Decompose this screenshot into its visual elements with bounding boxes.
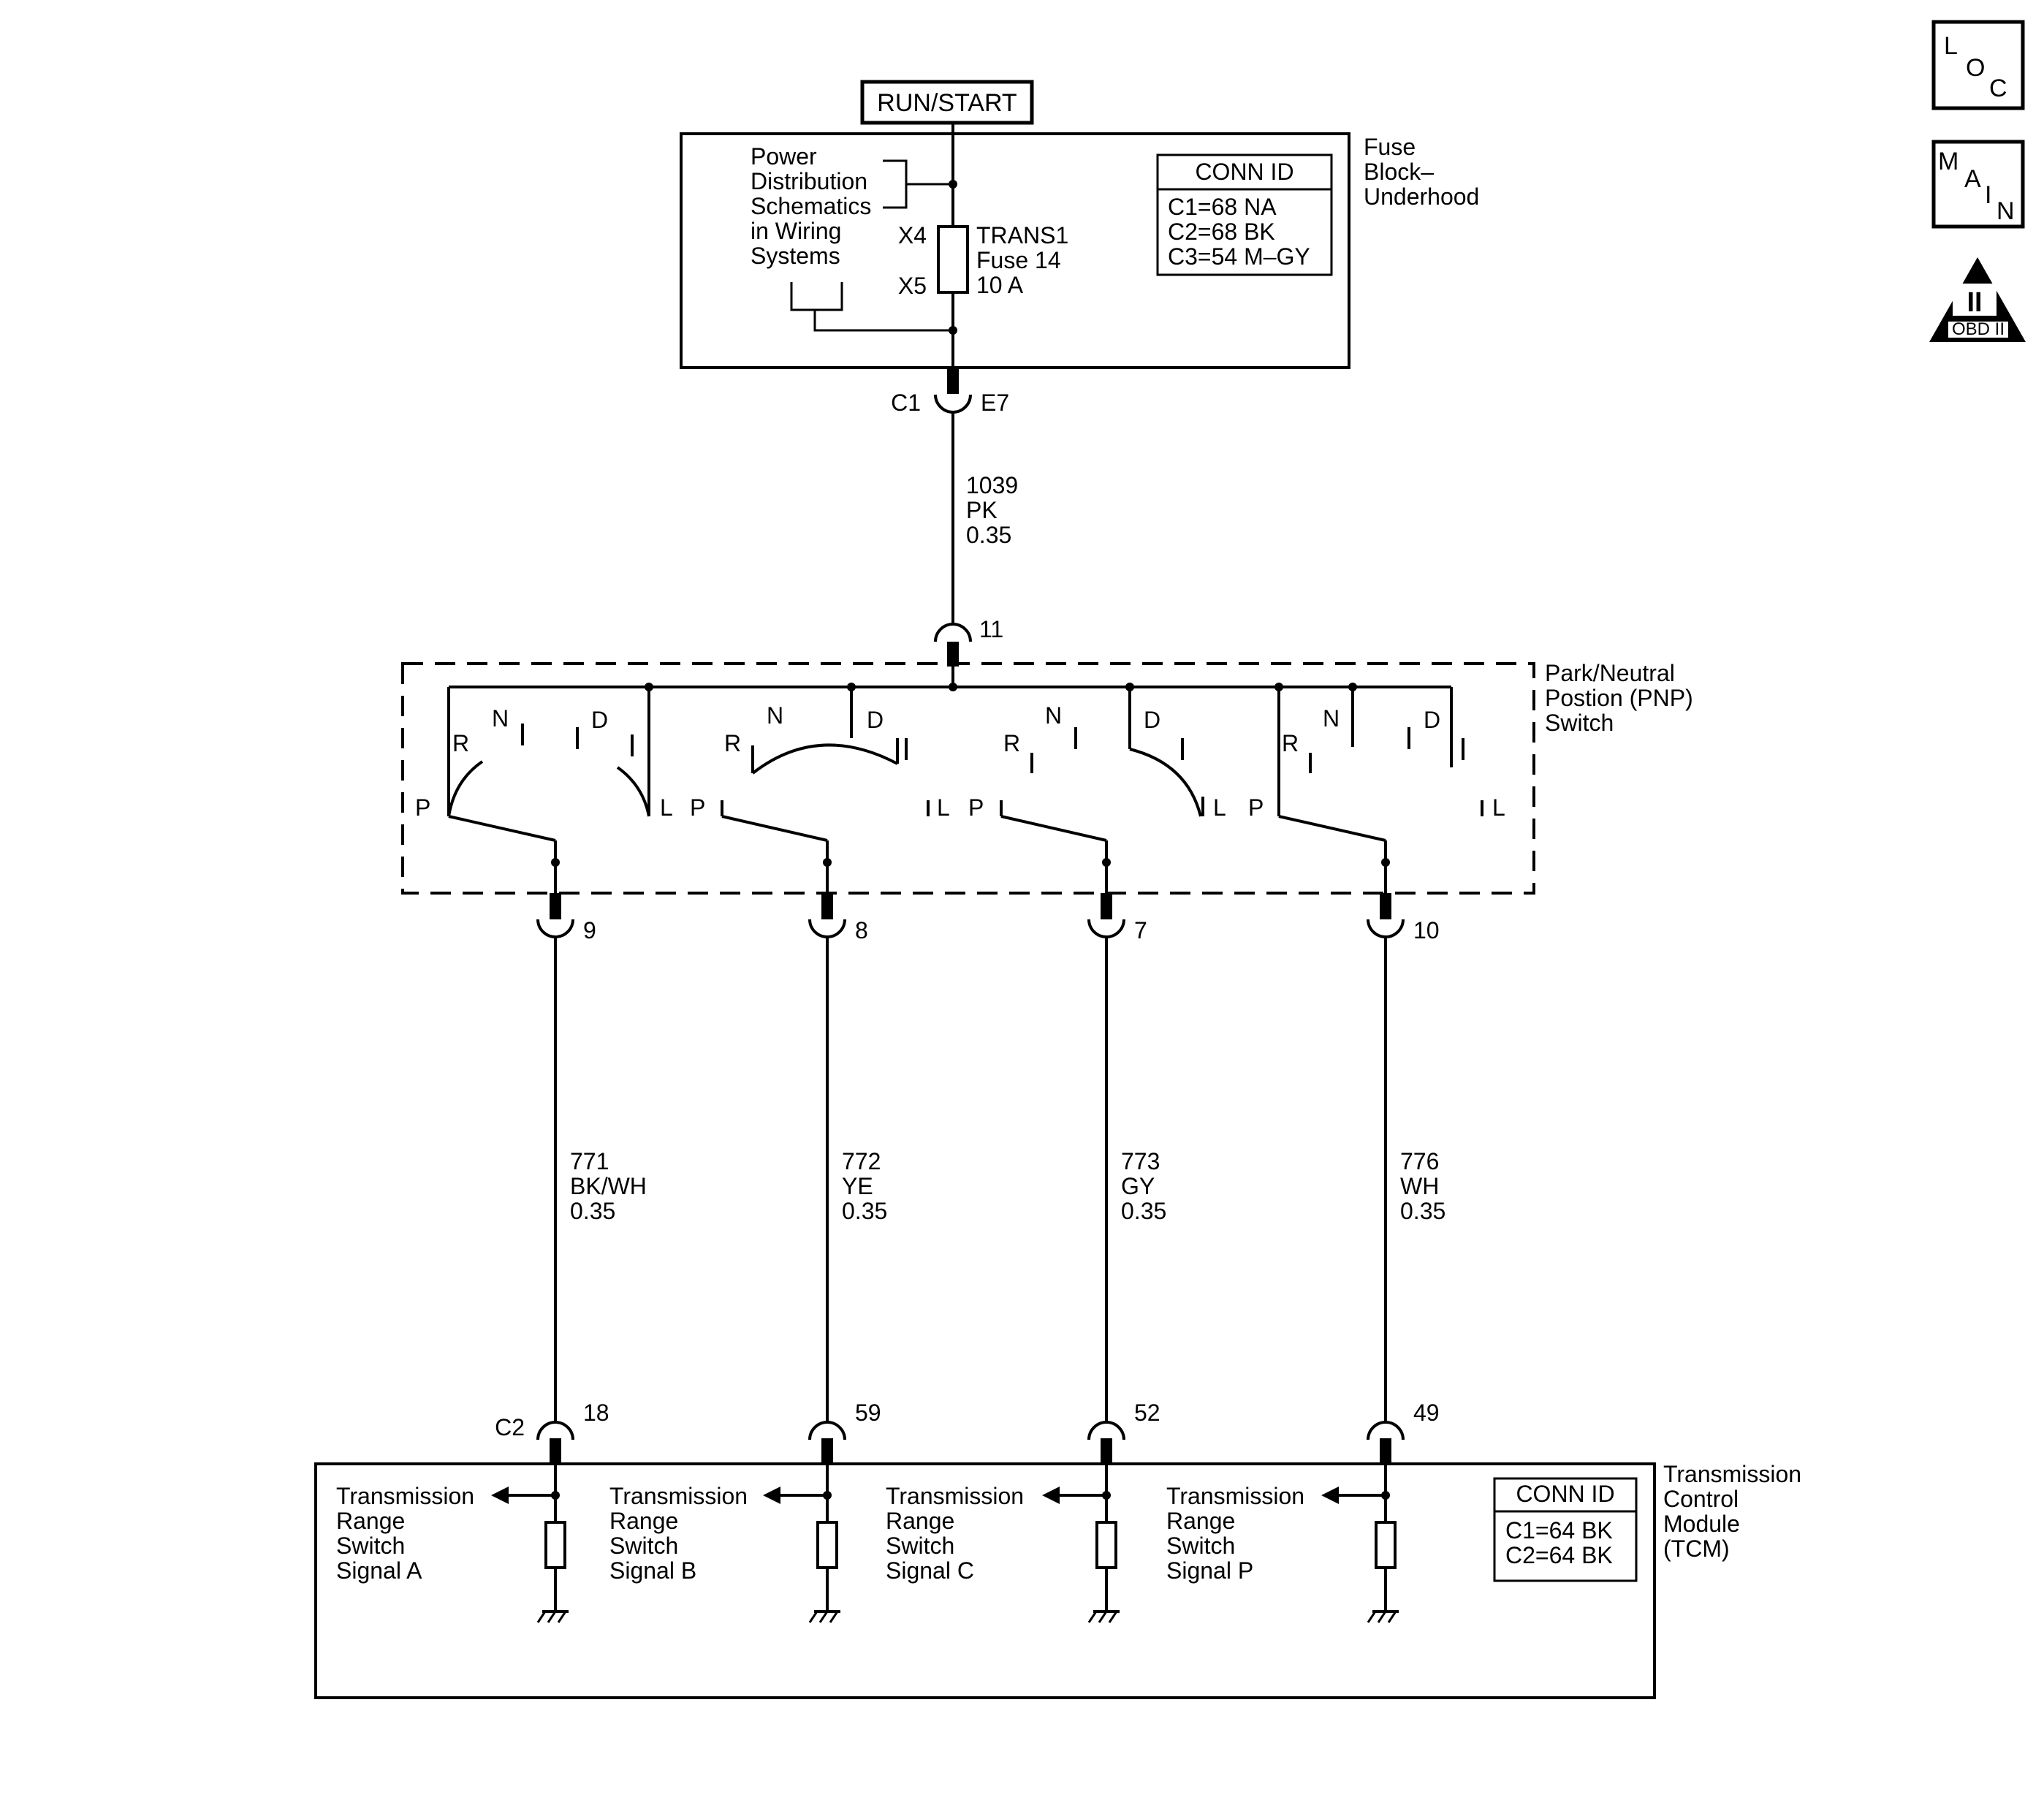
ground-icon: [536, 1610, 569, 1623]
obd-ii-icon[interactable]: II OBD II: [1929, 257, 2026, 342]
svg-text:R: R: [1282, 730, 1299, 756]
svg-text:N: N: [1323, 705, 1340, 732]
fuse-pin-bottom: X5: [898, 273, 927, 299]
pulldown-resistor: [1375, 1521, 1397, 1569]
signal-input-arrow: [763, 1487, 780, 1504]
pulldown-resistor: [544, 1521, 566, 1569]
svg-text:D: D: [1424, 707, 1440, 733]
pnp-contact-set-d: P R N D L: [1248, 687, 1505, 893]
tcm-module: C2 CONN ID C1=64 BK C2=64 BK Transmissio…: [314, 1414, 1808, 1699]
power-source-label: RUN/START: [860, 80, 1034, 125]
pnp-contact-set-b: P R N D L: [690, 687, 950, 893]
fuse-pin-top: X4: [898, 222, 927, 248]
svg-text:D: D: [591, 707, 608, 733]
ground-icon: [1367, 1610, 1399, 1623]
svg-text:R: R: [1003, 730, 1020, 756]
svg-text:C: C: [1989, 75, 2007, 102]
tcm-conn-id: CONN ID C1=64 BK C2=64 BK: [1493, 1477, 1638, 1582]
fuse-block: Power Distribution Schematics in Wiring …: [680, 123, 1479, 384]
signal-input-arrow: [1042, 1487, 1060, 1504]
pnp-input-connector: 11: [934, 616, 1003, 687]
svg-text:N: N: [1045, 702, 1062, 729]
tcm-pin-label: 52: [1134, 1400, 1160, 1426]
fuse-block-conn-id: CONN ID C1=68 NA C2=68 BK C3=54 M–GY: [1156, 153, 1333, 276]
ground-icon: [1087, 1610, 1120, 1623]
svg-text:CONN ID: CONN ID: [1195, 159, 1293, 185]
switch-pin-label: 9: [583, 917, 596, 944]
loc-icon[interactable]: L O C: [1931, 20, 2025, 110]
pnp-input-pin: 11: [979, 616, 1003, 642]
connector-c1-label: C1: [891, 390, 921, 416]
switch-pin-label: 7: [1134, 917, 1147, 944]
svg-text:P: P: [1248, 794, 1264, 821]
svg-text:L: L: [1944, 32, 1958, 60]
fuse-symbol: [937, 225, 969, 294]
signal-input-arrow: [491, 1487, 509, 1504]
switch-pin-label: 8: [855, 917, 868, 944]
svg-text:N: N: [1996, 197, 2015, 225]
svg-text:OBD II: OBD II: [1952, 319, 2005, 339]
tcm-pin-label: 18: [583, 1400, 609, 1426]
switch-pin-label: 10: [1413, 917, 1440, 944]
tcm-pin-label: 59: [855, 1400, 881, 1426]
svg-text:R: R: [724, 730, 741, 756]
main-icon[interactable]: M A I N: [1931, 140, 2025, 229]
svg-text:CONN ID: CONN ID: [1516, 1481, 1614, 1507]
pnp-contact-set-c: P R N D L: [968, 687, 1226, 893]
pulldown-resistor: [1095, 1521, 1117, 1569]
svg-text:R: R: [452, 730, 469, 756]
tcm-connector-label: C2: [495, 1414, 525, 1440]
svg-text:C1=68 NA C2=68 BK: C1=68 NA C2=68 BK C3=54 M–GY: [1168, 194, 1310, 270]
power-source-text: RUN/START: [877, 89, 1017, 117]
svg-text:D: D: [867, 707, 884, 733]
svg-text:C1=64 BK C2=64 BK: C1=64 BK C2=64 BK: [1505, 1517, 1619, 1568]
svg-text:I: I: [1985, 181, 1991, 209]
power-distribution-reference: Power Distribution Schematics in Wiring …: [751, 143, 878, 269]
connector-c1-e7: C1 E7: [891, 368, 1009, 624]
svg-text:P: P: [415, 794, 430, 821]
pnp-contact-set-a: P R N D L: [415, 687, 673, 893]
pnp-switch: Park/Neutral Postion (PNP) Switch P R: [401, 660, 1700, 895]
svg-text:A: A: [1964, 165, 1981, 193]
svg-text:M: M: [1938, 148, 1958, 175]
fuse-block-name: Fuse Block– Underhood: [1364, 134, 1479, 210]
svg-text:L: L: [937, 794, 950, 821]
svg-text:II: II: [1967, 287, 1982, 318]
svg-text:L: L: [660, 794, 673, 821]
svg-text:N: N: [492, 705, 509, 732]
ground-icon: [808, 1610, 840, 1623]
svg-text:O: O: [1966, 54, 1985, 82]
connector-pin-e7: E7: [981, 390, 1009, 416]
svg-text:P: P: [690, 794, 705, 821]
fuse-label: TRANS1 Fuse 14 10 A: [976, 222, 1075, 298]
svg-text:L: L: [1492, 794, 1505, 821]
tcm-pin-label: 49: [1413, 1400, 1440, 1426]
svg-text:N: N: [767, 702, 783, 729]
svg-text:D: D: [1144, 707, 1160, 733]
pulldown-resistor: [816, 1521, 838, 1569]
pnp-switch-name: Park/Neutral Postion (PNP) Switch: [1545, 660, 1700, 736]
tcm-name: Transmission Control Module (TCM): [1663, 1461, 1808, 1562]
svg-text:L: L: [1213, 794, 1226, 821]
svg-text:P: P: [968, 794, 984, 821]
signal-input-arrow: [1321, 1487, 1339, 1504]
feed-wire-label: 1039 PK 0.35: [966, 472, 1025, 548]
